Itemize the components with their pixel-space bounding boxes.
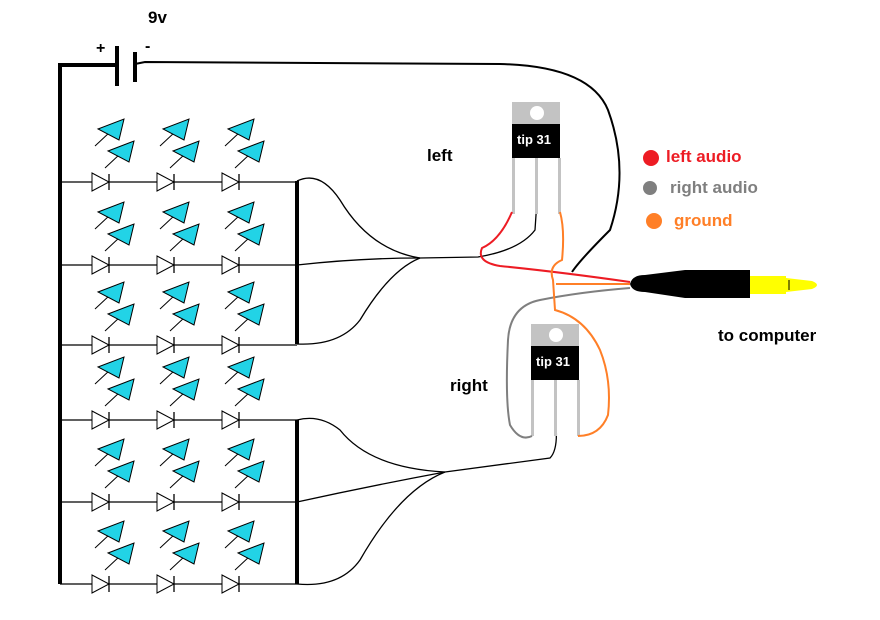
light-arrow-icon: [104, 378, 135, 407]
led-diode: [91, 335, 111, 355]
light-arrow-icon: [104, 223, 135, 252]
light-arrow-icon: [159, 520, 190, 549]
led-row: [60, 438, 297, 512]
led-diode: [221, 172, 241, 192]
legend-right-audio: right audio: [670, 178, 758, 197]
battery-plus-label: +: [96, 40, 106, 57]
led-diode: [91, 492, 111, 512]
light-arrow-icon: [224, 356, 255, 385]
light-arrow-icon: [159, 438, 190, 467]
led-row: [60, 356, 297, 430]
ground-wire: [550, 211, 610, 437]
led-diode: [156, 574, 176, 594]
ground-legend-dot: [646, 213, 662, 229]
left-channel-label: left: [427, 146, 453, 165]
led-diode: [221, 335, 241, 355]
light-arrow-icon: [94, 356, 125, 385]
upper-group-wires: [296, 177, 538, 345]
led-diode: [91, 574, 111, 594]
light-arrow-icon: [159, 356, 190, 385]
light-arrow-icon: [169, 140, 200, 169]
light-arrow-icon: [234, 223, 265, 252]
right-transistor: [531, 324, 580, 436]
light-arrow-icon: [234, 460, 265, 489]
battery-minus-label: -: [145, 38, 151, 55]
led-diode: [221, 492, 241, 512]
light-arrow-icon: [169, 223, 200, 252]
led-diode: [91, 410, 111, 430]
light-arrow-icon: [94, 201, 125, 230]
left-transistor-part-label: tip 31: [517, 132, 551, 147]
light-arrow-icon: [234, 378, 265, 407]
audio-jack: [630, 270, 817, 298]
light-arrow-icon: [169, 460, 200, 489]
light-arrow-icon: [104, 140, 135, 169]
light-arrow-icon: [104, 460, 135, 489]
led-row: [60, 281, 297, 355]
light-arrow-icon: [224, 438, 255, 467]
right-audio-wire: [505, 287, 631, 439]
led-diode: [91, 172, 111, 192]
led-diode: [156, 410, 176, 430]
led-diode: [156, 492, 176, 512]
legend-ground: ground: [674, 211, 733, 230]
right-audio-legend-dot: [643, 181, 657, 195]
battery-voltage-label: 9v: [148, 8, 167, 27]
battery-symbol: [58, 46, 621, 584]
light-arrow-icon: [94, 118, 125, 147]
light-arrow-icon: [169, 378, 200, 407]
light-arrow-icon: [169, 542, 200, 571]
light-arrow-icon: [159, 118, 190, 147]
light-arrow-icon: [224, 118, 255, 147]
light-arrow-icon: [234, 542, 265, 571]
led-diode: [91, 255, 111, 275]
light-arrow-icon: [224, 201, 255, 230]
led-diode: [221, 255, 241, 275]
led-row: [60, 520, 297, 594]
left-transistor: [512, 102, 561, 214]
to-computer-label: to computer: [718, 326, 817, 345]
light-arrow-icon: [159, 281, 190, 310]
light-arrow-icon: [104, 303, 135, 332]
light-arrow-icon: [159, 201, 190, 230]
led-row: [60, 201, 297, 275]
positive-rail-wire: [58, 63, 117, 584]
led-diode: [221, 410, 241, 430]
left-audio-wire: [479, 211, 631, 283]
led-diode: [156, 335, 176, 355]
light-arrow-icon: [169, 303, 200, 332]
lower-group-wires: [296, 417, 558, 586]
light-arrow-icon: [224, 520, 255, 549]
legend-left-audio: left audio: [666, 147, 742, 166]
light-arrow-icon: [94, 438, 125, 467]
led-diode: [221, 574, 241, 594]
left-audio-legend-dot: [643, 150, 659, 166]
light-arrow-icon: [94, 520, 125, 549]
light-arrow-icon: [94, 281, 125, 310]
light-arrow-icon: [104, 542, 135, 571]
light-arrow-icon: [224, 281, 255, 310]
led-row: [60, 118, 297, 192]
led-diode: [156, 255, 176, 275]
right-channel-label: right: [450, 376, 488, 395]
right-transistor-part-label: tip 31: [536, 354, 570, 369]
light-arrow-icon: [234, 140, 265, 169]
led-grid: [60, 118, 297, 594]
negative-wire: [134, 60, 621, 273]
light-arrow-icon: [234, 303, 265, 332]
led-diode: [156, 172, 176, 192]
